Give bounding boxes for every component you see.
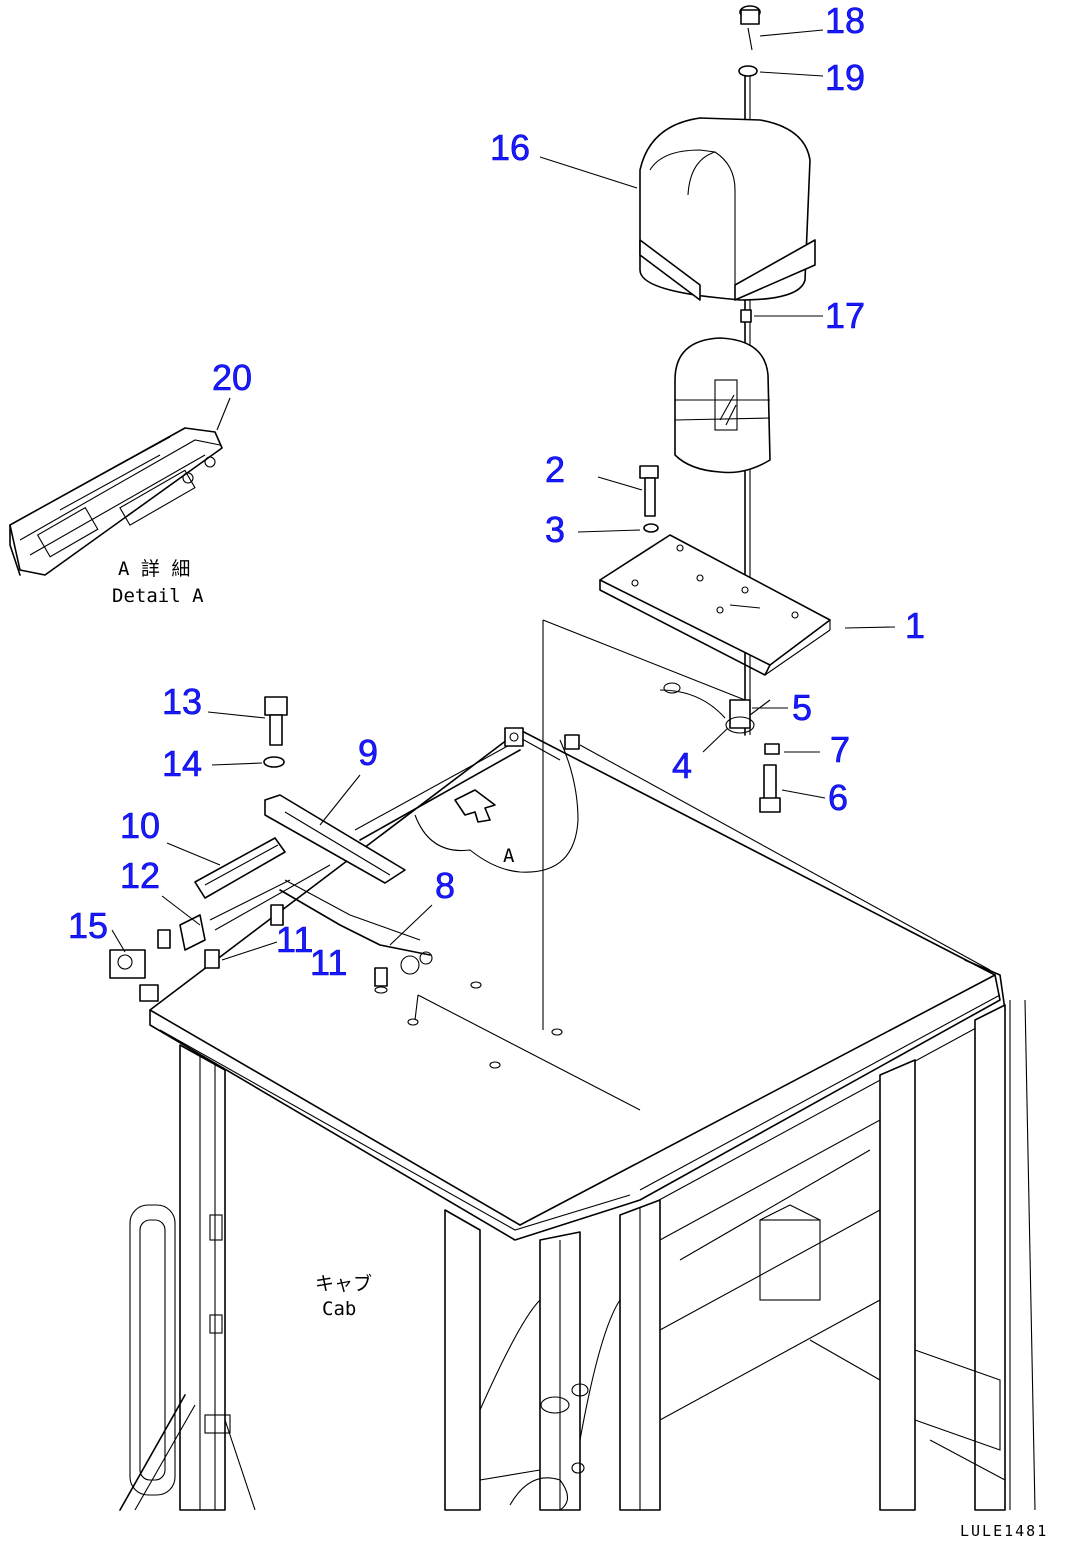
bracket-assembly (109, 696, 580, 1002)
callout-20: 20 (212, 357, 252, 398)
callout-15: 15 (68, 905, 108, 946)
callout-19: 19 (825, 57, 865, 98)
callout-labels: 1 2 3 4 5 6 7 8 9 10 11 11 12 13 14 15 1… (68, 0, 926, 983)
callout-1: 1 (905, 605, 925, 646)
callout-7: 7 (830, 729, 850, 770)
roof-holes (407, 734, 641, 1111)
cab-label-en: Cab (322, 1298, 356, 1320)
leader-lines (111, 29, 896, 961)
beacon-assembly (542, 5, 831, 1030)
callout-11b: 11 (310, 942, 347, 983)
detail-a-title-en: Detail A (112, 585, 204, 607)
callout-11a: 11 (276, 919, 313, 960)
callout-8: 8 (435, 865, 455, 906)
notes: A 詳 細 Detail A キャブ Cab LULE1481 (112, 558, 1048, 1540)
callout-12: 12 (120, 855, 160, 896)
cab-label-jp: キャブ (315, 1272, 372, 1295)
callout-4: 4 (672, 745, 692, 786)
drawing-code: LULE1481 (960, 1522, 1048, 1540)
detail-a-controller (9, 427, 223, 576)
callout-14: 14 (162, 743, 202, 784)
callout-5: 5 (792, 687, 812, 728)
callout-17: 17 (825, 295, 865, 336)
view-marker-a: A (414, 739, 579, 873)
view-marker-label: A (503, 845, 515, 867)
callout-16: 16 (490, 127, 530, 168)
callout-9: 9 (358, 732, 378, 773)
callout-3: 3 (545, 509, 565, 550)
detail-a-title-jp: A 詳 細 (118, 558, 190, 580)
callout-10: 10 (120, 805, 160, 846)
callout-13: 13 (162, 681, 202, 722)
callout-18: 18 (825, 0, 865, 41)
callout-2: 2 (545, 449, 565, 490)
callout-6: 6 (828, 777, 848, 818)
